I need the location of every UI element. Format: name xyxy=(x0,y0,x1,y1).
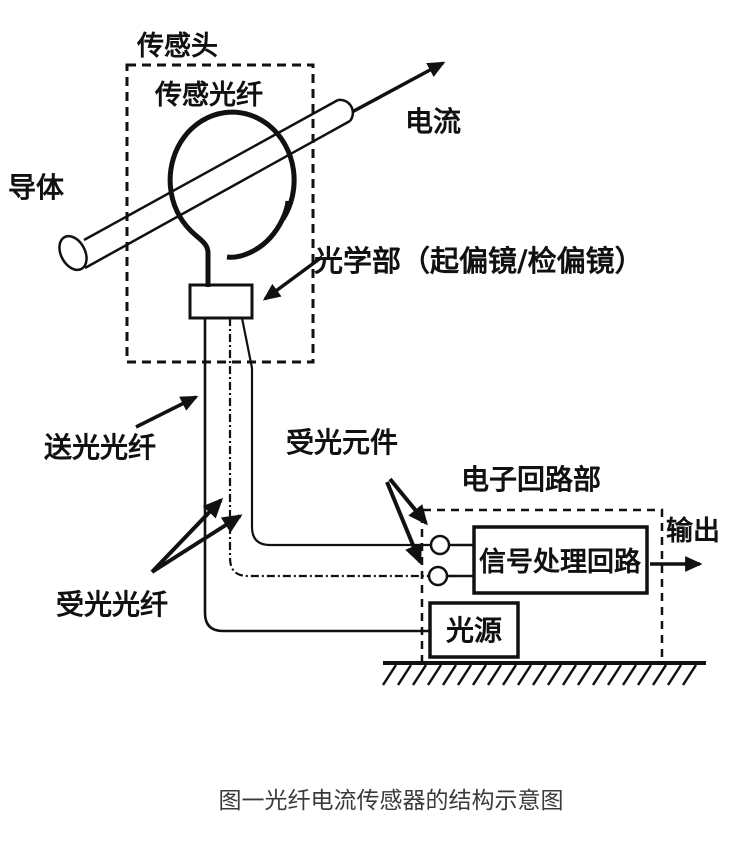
figure-caption: 图一光纤电流传感器的结构示意图 xyxy=(219,788,564,814)
light-source-label: 光源 xyxy=(445,614,502,647)
optical-part-label: 光学部（起偏镜/检偏镜） xyxy=(314,244,644,278)
receiving-fiber-line-a xyxy=(228,318,428,578)
conductor-tip-cap xyxy=(337,98,355,122)
conductor-end-cap xyxy=(58,234,88,272)
ground-group xyxy=(381,661,706,686)
sensing-fiber-loop xyxy=(167,109,297,287)
current-label: 电流 xyxy=(405,105,461,138)
receiving-fiber-arrow-2 xyxy=(150,514,243,574)
receiving-fiber-arrow-1 xyxy=(150,497,224,574)
sensor-head-label: 传感头 xyxy=(136,30,218,62)
receiving-element-arrow-1 xyxy=(388,477,428,526)
sensor-head-group: 传感头 传感光纤 xyxy=(125,30,315,364)
optical-part-box xyxy=(188,283,254,320)
fibers-group xyxy=(203,317,430,633)
conductor-label: 导体 xyxy=(8,171,65,204)
photodetector-1 xyxy=(429,534,451,556)
receiving-fiber-label: 受光光纤 xyxy=(56,588,168,621)
electronics-label: 电子回路部 xyxy=(461,463,601,496)
sending-fiber-line xyxy=(203,318,430,633)
signal-processing-box xyxy=(472,525,649,595)
sending-fiber-label: 送光光纤 xyxy=(44,431,156,464)
electronics-dashed-box xyxy=(420,508,664,663)
current-group: 电流 xyxy=(351,61,461,138)
output-label: 输出 xyxy=(666,515,720,547)
sensing-fiber-loop-crossing xyxy=(226,200,291,260)
conductor-group: 导体 xyxy=(8,98,355,272)
receiving-element-arrow-2 xyxy=(385,481,422,565)
conductor-lower-edge xyxy=(84,119,351,270)
sensor-head-dashed-box xyxy=(125,63,315,364)
conductor-upper-edge xyxy=(83,98,339,242)
ground-hatching xyxy=(381,664,698,686)
electronics-group: 电子回路部 信号处理回路 输出 光源 xyxy=(420,463,720,663)
light-source-box xyxy=(428,601,520,659)
receiving-fiber-line-b xyxy=(240,317,430,547)
sending-fiber-arrow xyxy=(135,395,199,429)
photodetector-2 xyxy=(427,565,449,587)
optical-part-group: 光学部（起偏镜/检偏镜） xyxy=(188,244,644,320)
signal-processing-label: 信号处理回路 xyxy=(479,546,642,578)
current-arrow xyxy=(351,61,446,114)
optical-part-arrow xyxy=(262,255,324,301)
receiving-element-label: 受光元件 xyxy=(286,426,398,459)
sensing-fiber-label: 传感光纤 xyxy=(154,79,263,111)
fiber-labels-group: 送光光纤 受光光纤 受光元件 xyxy=(44,395,428,621)
